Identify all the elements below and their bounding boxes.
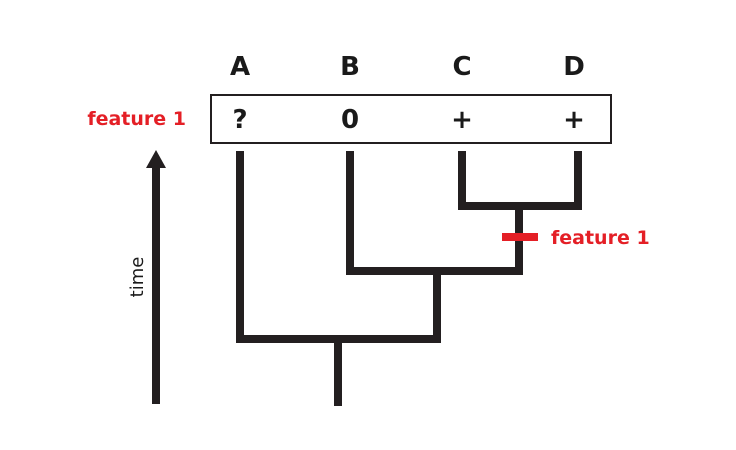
state-a: ? [232, 105, 247, 135]
state-c: + [451, 105, 473, 135]
character-state-box [210, 94, 612, 144]
branch-cd-clade [458, 151, 582, 210]
feature-gain-mark [502, 233, 538, 241]
taxon-label-c: C [452, 52, 471, 82]
branch-bcd-clade [346, 151, 523, 275]
taxon-label-a: A [230, 52, 250, 82]
branch-abcd-clade [236, 151, 441, 343]
state-b: 0 [341, 105, 359, 135]
trait-row-label: feature 1 [87, 108, 186, 130]
taxon-label-b: B [340, 52, 360, 82]
feature-gain-label: feature 1 [551, 227, 650, 249]
time-axis-label: time [127, 257, 148, 298]
taxon-label-d: D [563, 52, 585, 82]
state-d: + [563, 105, 585, 135]
time-arrow-head-icon [146, 150, 166, 168]
